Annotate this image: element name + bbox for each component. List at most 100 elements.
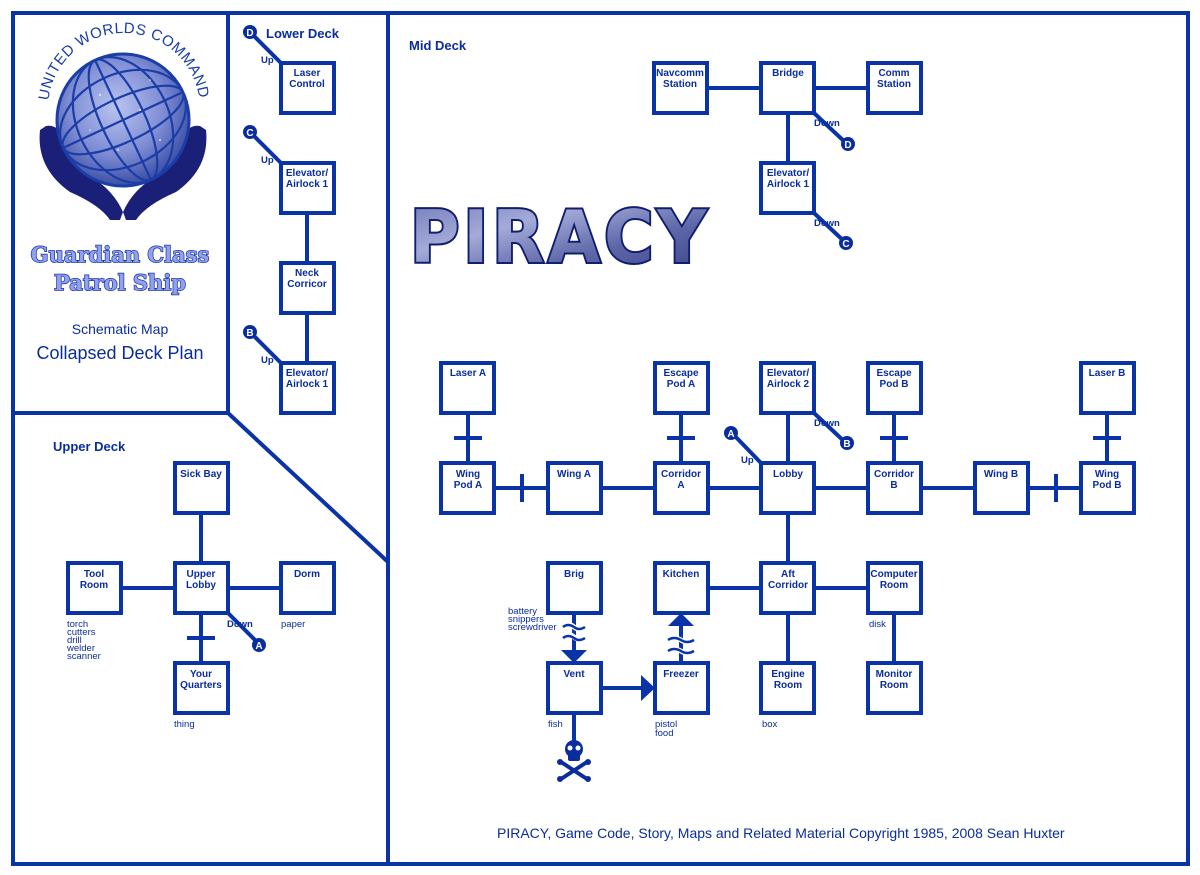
room-freezer[interactable]: Freezer xyxy=(653,661,710,715)
svg-text:Down: Down xyxy=(814,418,840,429)
svg-text:Laser A: Laser A xyxy=(450,368,486,379)
room-your-quarters[interactable]: Your Quarters xyxy=(173,661,230,715)
svg-text:Room: Room xyxy=(80,580,108,591)
svg-text:Wing B: Wing B xyxy=(984,469,1018,480)
connector-b-up[interactable]: B Up xyxy=(243,325,274,366)
diagonal-divider xyxy=(226,411,390,564)
class-line-1: Guardian Class xyxy=(31,242,210,267)
skull-and-crossbones-icon xyxy=(557,740,591,782)
schematic-subtitle: Schematic Map xyxy=(72,321,169,337)
room-engine-room[interactable]: Engine Room xyxy=(759,661,816,715)
piracy-title: PIRACY xyxy=(410,195,710,279)
room-monitor-room[interactable]: Monitor Room xyxy=(866,661,923,715)
svg-text:Escape: Escape xyxy=(663,368,698,379)
svg-text:D: D xyxy=(844,140,851,151)
dorm-items: paper xyxy=(281,619,305,630)
room-sick-bay[interactable]: Sick Bay xyxy=(173,461,230,515)
svg-text:Engine: Engine xyxy=(771,669,805,680)
room-wing-a[interactable]: Wing A xyxy=(546,461,603,515)
svg-text:Freezer: Freezer xyxy=(663,669,699,680)
svg-text:drill: drill xyxy=(67,635,82,646)
room-vent[interactable]: Vent xyxy=(546,661,603,715)
svg-text:Room: Room xyxy=(880,580,908,591)
room-laser-control[interactable]: Laser Control xyxy=(279,61,336,115)
svg-text:Dorm: Dorm xyxy=(294,569,320,580)
connector-c-up[interactable]: C Up xyxy=(243,125,274,166)
room-escape-pod-b[interactable]: Escape Pod B xyxy=(866,361,923,415)
svg-text:Airlock 1: Airlock 1 xyxy=(767,179,810,190)
room-elevator-airlock-1-bottom[interactable]: Elevator/ Airlock 1 xyxy=(279,361,336,415)
room-dorm[interactable]: Dorm xyxy=(279,561,336,615)
room-laser-b[interactable]: Laser B xyxy=(1079,361,1136,415)
svg-text:Airlock 1: Airlock 1 xyxy=(286,179,329,190)
one-way-freezer-to-kitchen xyxy=(666,613,696,663)
connector-b-down[interactable]: Down B xyxy=(814,418,854,450)
room-corridor-b[interactable]: Corridor B xyxy=(866,461,923,515)
room-laser-a[interactable]: Laser A xyxy=(439,361,496,415)
room-neck-corridor[interactable]: Neck Corricor xyxy=(279,261,336,315)
computer-room-items: disk xyxy=(869,619,886,630)
room-wing-pod-b[interactable]: Wing Pod B xyxy=(1079,461,1136,515)
svg-text:screwdriver: screwdriver xyxy=(508,622,557,633)
room-brig[interactable]: Brig xyxy=(546,561,603,615)
room-corridor-a[interactable]: Corridor A xyxy=(653,461,710,515)
svg-text:Corridor: Corridor xyxy=(768,580,808,591)
room-bridge[interactable]: Bridge xyxy=(759,61,816,115)
room-escape-pod-a[interactable]: Escape Pod A xyxy=(653,361,710,415)
freezer-items: pistol food xyxy=(655,719,677,739)
hands-icon xyxy=(39,125,207,220)
svg-text:Computer: Computer xyxy=(870,569,917,580)
svg-text:Lobby: Lobby xyxy=(773,469,803,480)
connector-d-down[interactable]: Down D xyxy=(814,118,855,151)
room-computer-room[interactable]: Computer Room xyxy=(866,561,923,615)
svg-text:Wing A: Wing A xyxy=(557,469,591,480)
svg-text:B: B xyxy=(843,439,850,450)
svg-text:Comm: Comm xyxy=(878,68,909,79)
svg-text:Station: Station xyxy=(663,79,697,90)
svg-text:Down: Down xyxy=(227,619,253,630)
stub xyxy=(248,330,283,365)
collapsed-deck-title: Collapsed Deck Plan xyxy=(36,343,203,363)
lower-deck: Lower Deck Laser Control Elevator/ Airlo… xyxy=(243,25,340,415)
room-elevator-airlock-1-top[interactable]: Elevator/ Airlock 1 xyxy=(279,161,336,215)
connector-a-up[interactable]: A Up xyxy=(724,426,754,466)
room-upper-lobby[interactable]: Upper Lobby xyxy=(173,561,230,615)
room-lobby[interactable]: Lobby xyxy=(759,461,816,515)
svg-text:Sick Bay: Sick Bay xyxy=(180,469,222,480)
connector-a-down[interactable]: Down A xyxy=(227,619,266,652)
svg-text:A: A xyxy=(727,429,734,440)
svg-text:Airlock 1: Airlock 1 xyxy=(286,379,329,390)
engine-room-items: box xyxy=(762,719,778,730)
connector-c-down[interactable]: Down C xyxy=(814,218,853,250)
svg-text:Down: Down xyxy=(814,118,840,129)
room-aft-corridor[interactable]: Aft Corridor xyxy=(759,561,816,615)
room-elevator-airlock-1[interactable]: Elevator/ Airlock 1 xyxy=(759,161,816,215)
svg-text:Pod A: Pod A xyxy=(454,480,483,491)
svg-text:Laser B: Laser B xyxy=(1089,368,1126,379)
svg-text:Control: Control xyxy=(289,79,325,90)
connector-d-up[interactable]: D Up xyxy=(243,25,274,66)
svg-text:Pod B: Pod B xyxy=(880,379,909,390)
svg-text:Room: Room xyxy=(774,680,802,691)
your-quarters-items: thing xyxy=(174,719,195,730)
room-wing-pod-a[interactable]: Wing Pod A xyxy=(439,461,496,515)
svg-text:Quarters: Quarters xyxy=(180,680,222,691)
room-elevator-airlock-2[interactable]: Elevator/ Airlock 2 xyxy=(759,361,816,415)
stub xyxy=(248,130,283,165)
svg-text:Pod A: Pod A xyxy=(667,379,696,390)
svg-text:pistol: pistol xyxy=(655,719,677,730)
vent-items: fish xyxy=(548,719,563,730)
tool-room-items: torch cutters drill welder scanner xyxy=(66,619,101,662)
room-comm-station[interactable]: Comm Station xyxy=(866,61,923,115)
stub xyxy=(248,30,283,65)
svg-text:Brig: Brig xyxy=(564,569,584,580)
svg-text:B: B xyxy=(246,328,253,339)
mid-deck-title: Mid Deck xyxy=(409,38,467,53)
svg-text:Elevator/: Elevator/ xyxy=(286,168,328,179)
room-wing-b[interactable]: Wing B xyxy=(973,461,1030,515)
mid-deck: Mid Deck xyxy=(409,38,1136,782)
svg-text:D: D xyxy=(246,28,253,39)
room-navcomm-station[interactable]: Navcomm Station xyxy=(652,61,709,115)
room-tool-room[interactable]: Tool Room xyxy=(66,561,123,615)
room-kitchen[interactable]: Kitchen xyxy=(653,561,710,615)
